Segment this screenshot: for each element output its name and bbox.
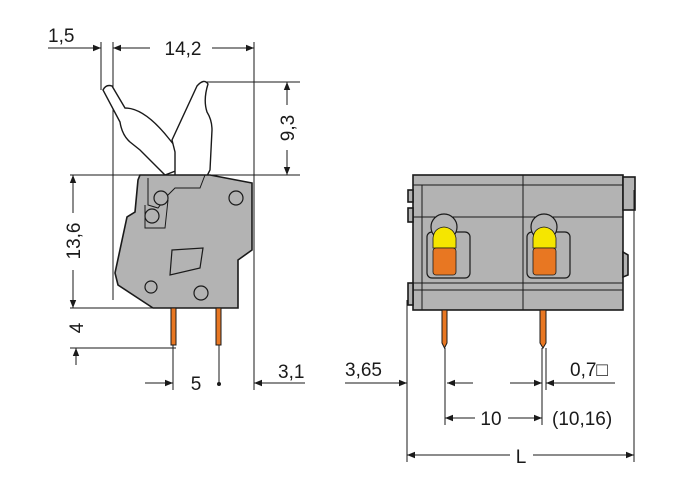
pin: [441, 309, 448, 350]
dim-lever-offset: 1,5: [48, 26, 74, 47]
dim-body-height: 13,6: [64, 223, 85, 260]
pin: [539, 309, 547, 349]
pin: [215, 307, 222, 346]
hole: [228, 190, 244, 206]
dim-pin-pitch: 5: [191, 374, 202, 395]
dimension-arrows: [48, 44, 305, 387]
dim-pitch: 10: [480, 409, 501, 430]
marking-area: [169, 247, 204, 276]
front-view: 3,65 0,7□ 10 (10,16) L: [345, 174, 636, 468]
hole: [193, 285, 209, 301]
side-view: 1,5 14,2 9,3 13,6 4 5 3,1: [48, 26, 305, 395]
pin: [170, 307, 177, 346]
hole: [144, 208, 160, 224]
dim-pin-to-edge: 3,1: [278, 362, 304, 383]
dim-edge-offset: 3,65: [345, 360, 382, 381]
actuator-right: [526, 213, 571, 279]
hole: [144, 280, 158, 294]
actuator-left: [426, 213, 471, 279]
dim-pin-size: 0,7□: [570, 360, 608, 381]
dim-pitch-alt: (10,16): [552, 409, 612, 430]
dim-length: L: [516, 447, 527, 468]
dim-lever-height: 9,3: [278, 115, 299, 141]
lever-rear: [102, 80, 213, 181]
dim-pin-length: 4: [67, 322, 88, 333]
dim-width: 14,2: [165, 39, 202, 60]
dimension-arrows: [345, 190, 635, 462]
side-housing: [114, 174, 253, 309]
hole: [153, 190, 169, 206]
